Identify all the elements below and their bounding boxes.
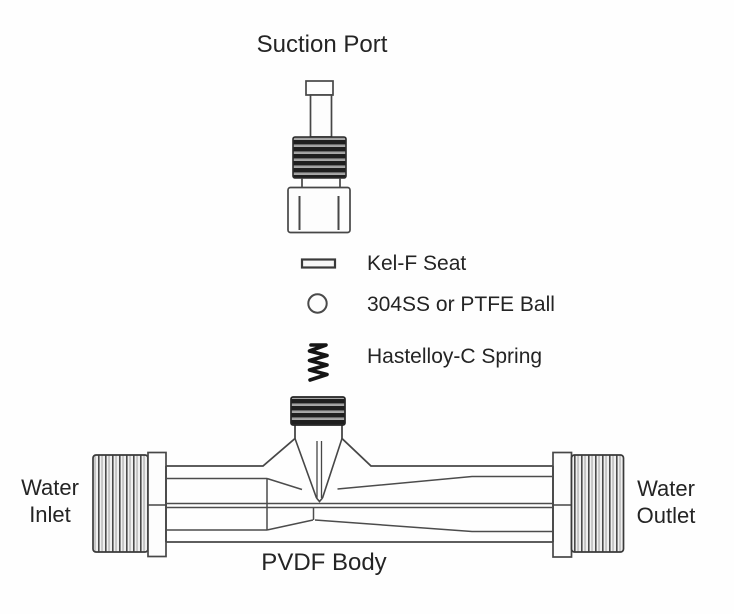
fitting-neck-lines (301, 178, 341, 188)
suction-fitting (287, 80, 351, 234)
ball-label: 304SS or PTFE Ball (367, 293, 555, 316)
fitting-tube (309, 94, 333, 138)
water-inlet-label: Water Inlet (21, 474, 79, 528)
water-inlet-line2: Inlet (29, 502, 71, 527)
venturi-inner-lines (166, 475, 553, 533)
injector-body (92, 396, 625, 558)
water-outlet-label: Water Outlet (637, 475, 696, 529)
suction-port-label: Suction Port (256, 31, 388, 58)
spring-label: Hastelloy-C Spring (367, 345, 543, 368)
fitting-nut-slots (298, 196, 340, 230)
kel-f-seat-label: Kel-F Seat (367, 252, 467, 275)
nozzle-cone (294, 438, 343, 503)
inlet-threads (92, 454, 149, 553)
pvdf-body-label: PVDF Body (261, 549, 387, 576)
water-outlet-line2: Outlet (636, 503, 696, 528)
body-outline (165, 424, 554, 543)
check-valve-parts (300, 258, 337, 382)
spring-symbol (307, 343, 329, 382)
fitting-thread-ribs (292, 136, 347, 179)
nozzle-channel (316, 441, 323, 498)
water-outlet-line1: Water (637, 476, 695, 501)
injection-port-threads (290, 396, 346, 426)
seat-symbol (300, 258, 337, 269)
outlet-threads (570, 454, 625, 553)
water-inlet-line1: Water (21, 475, 79, 500)
fitting-top-cap (305, 80, 334, 96)
ball-symbol (307, 293, 328, 314)
fitting-nut (287, 186, 351, 234)
